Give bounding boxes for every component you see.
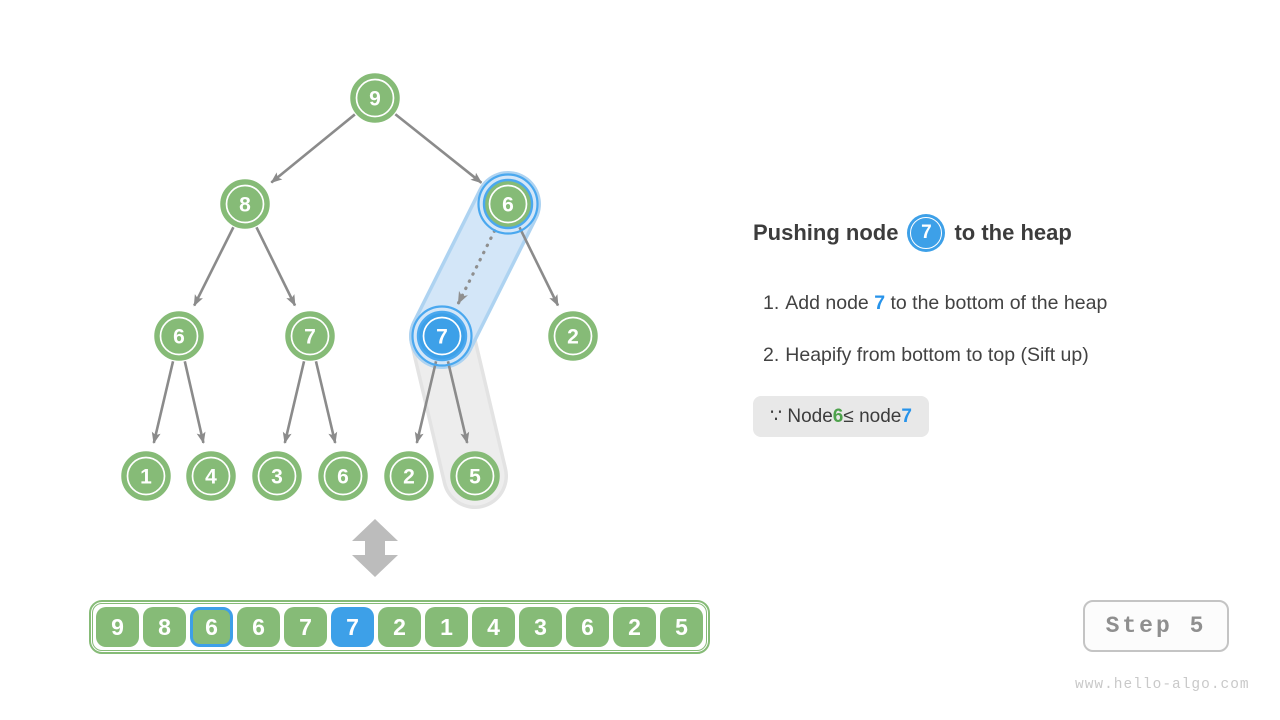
- tree-edge: [518, 226, 560, 307]
- array-cell: 4: [472, 607, 515, 647]
- step-indicator-label: Step 5: [1105, 613, 1207, 639]
- tree-array-swap-icon: [352, 519, 398, 577]
- array-cell: 6: [237, 607, 280, 647]
- tree-node-value: 5: [469, 466, 481, 489]
- tree-node-value: 8: [239, 194, 251, 217]
- tree-edge: [282, 361, 306, 444]
- tree-node: 6: [318, 451, 368, 501]
- step-number: 2.: [763, 344, 780, 366]
- tree-node: 7: [411, 305, 473, 367]
- step-list-item: 1.Add node 7 to the bottom of the heap: [763, 289, 1107, 317]
- tree-node: 7: [285, 311, 335, 361]
- array-cell: 7: [331, 607, 374, 647]
- tree-node: 2: [548, 311, 598, 361]
- array-cell: 8: [143, 607, 186, 647]
- plain-text: to the bottom of the heap: [885, 292, 1108, 314]
- tree-nodes: 9 8 6 6 7 7 2 1 4 3 6 2 5: [121, 73, 598, 501]
- array-cell: 3: [519, 607, 562, 647]
- tree-node-value: 4: [205, 466, 217, 489]
- tree-edge: [414, 361, 438, 444]
- tree-edge: [446, 361, 470, 444]
- pushed-node-badge: 7: [907, 214, 946, 252]
- tree-node: 6: [154, 311, 204, 361]
- panel-title: Pushing node 7 to the heap: [753, 213, 1072, 253]
- panel-title-suffix: to the heap: [954, 220, 1072, 245]
- tree-edge: [314, 361, 338, 444]
- plain-text: ∵ Node: [770, 406, 833, 427]
- plain-text: ≤ node: [843, 405, 902, 427]
- tree-edges: [151, 113, 560, 444]
- tree-node: 8: [220, 179, 270, 229]
- tree-node-value: 2: [567, 326, 579, 349]
- tree-node-value: 7: [436, 326, 448, 349]
- tree-edge: [270, 113, 356, 184]
- tree-edge: [183, 361, 206, 444]
- array-cell: 6: [190, 607, 233, 647]
- node-badge-ring-icon: [910, 217, 943, 249]
- watermark: www.hello-algo.com: [1075, 677, 1250, 693]
- tree-node-value: 3: [271, 466, 283, 489]
- array-cell: 9: [96, 607, 139, 647]
- highlighted-value-text: 7: [901, 405, 912, 427]
- tree-edge: [193, 226, 235, 307]
- tree-node: 9: [350, 73, 400, 123]
- comparison-note: ∵ Node 6 ≤ node 7: [753, 396, 929, 437]
- sift-up-dotted-arrow: [456, 229, 497, 305]
- tree-node: 4: [186, 451, 236, 501]
- tree-node-value: 9: [369, 88, 381, 111]
- step-list: 1.Add node 7 to the bottom of the heap 2.…: [763, 289, 1107, 393]
- array-cell: 5: [660, 607, 703, 647]
- array-cell: 2: [613, 607, 656, 647]
- tree-node: 5: [450, 451, 500, 501]
- tree-node-value: 1: [140, 466, 152, 489]
- tree-edge: [394, 113, 483, 184]
- array-cell: 7: [284, 607, 327, 647]
- tree-edge: [255, 226, 297, 307]
- tree-node: 1: [121, 451, 171, 501]
- tree-node-value: 6: [502, 194, 514, 217]
- tree-edge: [151, 361, 175, 444]
- array-cell: 1: [425, 607, 468, 647]
- array-cell: 6: [566, 607, 609, 647]
- tree-node-value: 6: [173, 326, 185, 349]
- highlighted-value-text: 6: [832, 405, 844, 427]
- highlighted-value-text: 7: [874, 292, 886, 314]
- step-list-item: 2.Heapify from bottom to top (Sift up): [763, 341, 1107, 369]
- tree-node-value: 7: [304, 326, 316, 349]
- tree-node-value: 6: [337, 466, 349, 489]
- step-number: 1.: [763, 292, 780, 314]
- tree-node-value: 2: [403, 466, 415, 489]
- plain-text: Heapify from bottom to top (Sift up): [785, 344, 1089, 366]
- panel-title-prefix: Pushing node: [753, 220, 899, 245]
- step-indicator[interactable]: Step 5: [1083, 600, 1229, 652]
- array-cell: 2: [378, 607, 421, 647]
- tree-node: 2: [384, 451, 434, 501]
- plain-text: Add node: [785, 292, 875, 314]
- tree-node: 6: [477, 173, 539, 235]
- heap-tree-diagram: 9 8 6 6 7 7 2 1 4 3 6 2 5: [121, 73, 598, 577]
- tree-node: 3: [252, 451, 302, 501]
